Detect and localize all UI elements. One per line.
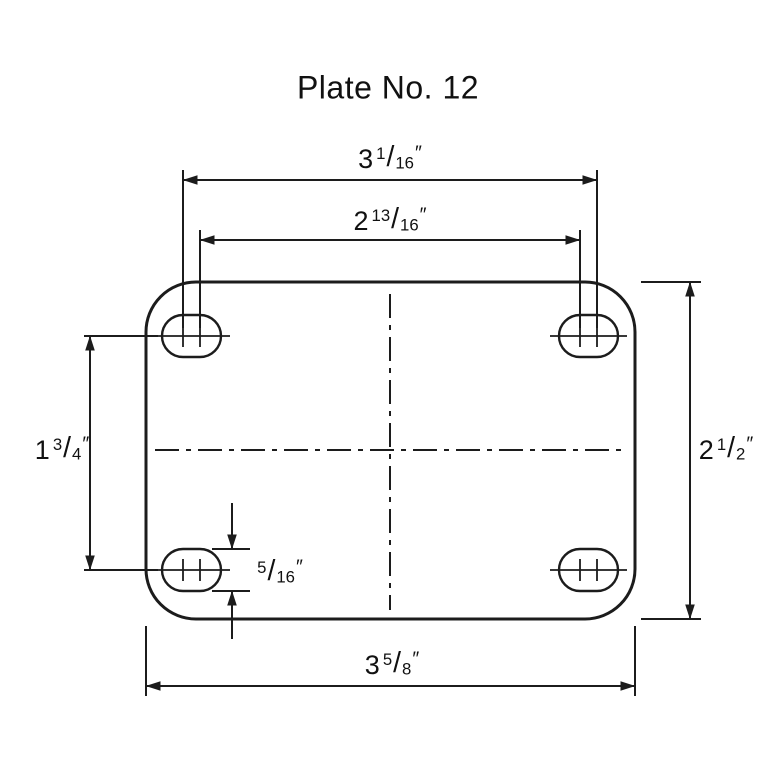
mounting-slot-bottom-left bbox=[153, 547, 230, 593]
dimension-label-left: 134″ bbox=[34, 432, 90, 466]
plate-outline bbox=[144, 280, 637, 621]
dimension-label-right: 212″ bbox=[698, 432, 754, 466]
fraction-slash bbox=[726, 435, 736, 465]
dimension-label-top: 31 16″ bbox=[358, 141, 422, 175]
dim-numerator: 13 bbox=[371, 205, 391, 225]
dim-whole: 3 bbox=[364, 650, 380, 681]
fraction-slash bbox=[266, 558, 276, 588]
dim-whole: 3 bbox=[358, 144, 374, 175]
dimension-bottom bbox=[145, 626, 636, 696]
inch-mark: ″ bbox=[82, 432, 90, 455]
dim-whole: 2 bbox=[698, 435, 714, 466]
mounting-slot-top-right bbox=[550, 313, 627, 359]
dim-numerator: 5 bbox=[382, 649, 393, 669]
mounting-slot-top-left bbox=[153, 313, 230, 359]
dimension-slot-height bbox=[212, 503, 250, 639]
fraction-slash bbox=[390, 206, 400, 236]
dimension-upper bbox=[199, 230, 581, 328]
inch-mark: ″ bbox=[295, 555, 303, 578]
dim-denominator: 16 bbox=[400, 215, 419, 235]
dim-denominator: 16 bbox=[395, 153, 414, 173]
dim-numerator: 1 bbox=[716, 434, 727, 454]
fraction-slash bbox=[385, 144, 395, 174]
drawing-title: Plate No. 12 bbox=[296, 69, 480, 106]
fraction-slash bbox=[62, 435, 72, 465]
dim-numerator: 1 bbox=[376, 143, 386, 163]
dimension-left bbox=[84, 335, 158, 571]
dim-numerator: 3 bbox=[52, 434, 63, 454]
inch-mark: ″ bbox=[746, 432, 754, 455]
inch-mark: ″ bbox=[419, 203, 427, 226]
dim-numerator: 5 bbox=[257, 557, 267, 577]
dim-denominator: 8 bbox=[402, 659, 412, 679]
inch-mark: ″ bbox=[414, 141, 422, 164]
dim-denominator: 4 bbox=[72, 444, 82, 464]
dim-denominator: 16 bbox=[276, 567, 295, 587]
dim-denominator: 2 bbox=[736, 444, 746, 464]
dimension-top bbox=[182, 170, 598, 328]
mounting-slot-bottom-right bbox=[550, 547, 627, 593]
dim-whole: 2 bbox=[353, 206, 369, 237]
dimension-label-slot: 5 16″ bbox=[257, 555, 303, 588]
dimension-label-bottom: 358″ bbox=[364, 647, 420, 681]
center-lines bbox=[155, 294, 627, 610]
fraction-slash bbox=[392, 650, 402, 680]
dimension-right bbox=[641, 281, 701, 620]
dim-whole: 1 bbox=[34, 435, 50, 466]
plate-body bbox=[144, 280, 637, 621]
inch-mark: ″ bbox=[412, 647, 420, 670]
dimension-label-upper: 213 16″ bbox=[353, 203, 427, 237]
